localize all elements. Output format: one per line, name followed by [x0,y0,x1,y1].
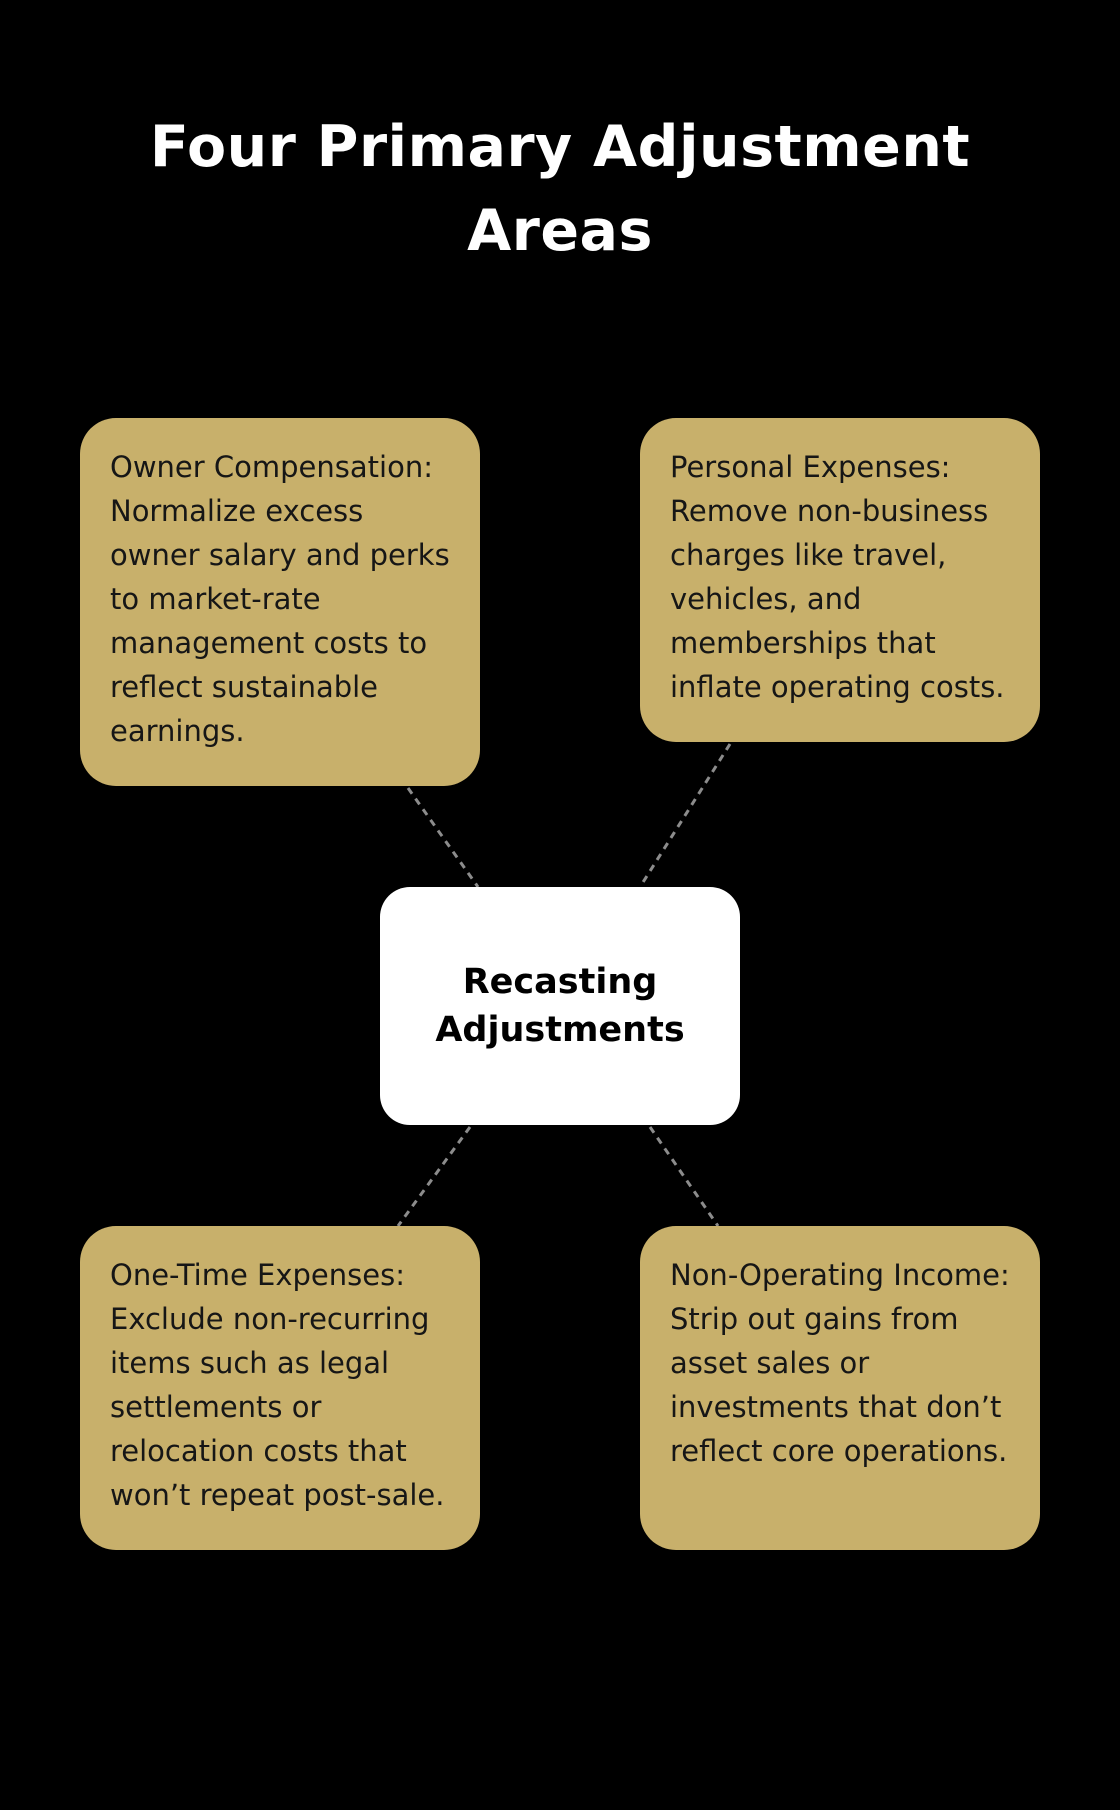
diagram-title: Four Primary Adjustment Areas [149,114,971,264]
non-operating-income-card: Non-Operating Income: Strip out gains fr… [640,1226,1040,1550]
connector-personal [638,743,732,888]
personal-expenses-card: Personal Expenses: Remove non-business c… [640,418,1040,742]
personal-expenses-text: Personal Expenses: Remove non-business c… [670,450,1005,704]
one-time-expenses-card: One-Time Expenses: Exclude non-recurring… [80,1226,480,1550]
center-label: Recasting Adjustments [435,962,685,1050]
one-time-expenses-text: One-Time Expenses: Exclude non-recurring… [110,1258,445,1512]
connector-owner [406,787,480,888]
non-operating-income-text: Non-Operating Income: Strip out gains fr… [670,1258,1010,1468]
center-node: Recasting Adjustments [380,887,740,1125]
connector-onetime [396,1126,472,1227]
connector-nonop [648,1126,720,1227]
owner-compensation-text: Owner Compensation: Normalize excess own… [110,450,450,748]
owner-compensation-card: Owner Compensation: Normalize excess own… [80,418,480,786]
